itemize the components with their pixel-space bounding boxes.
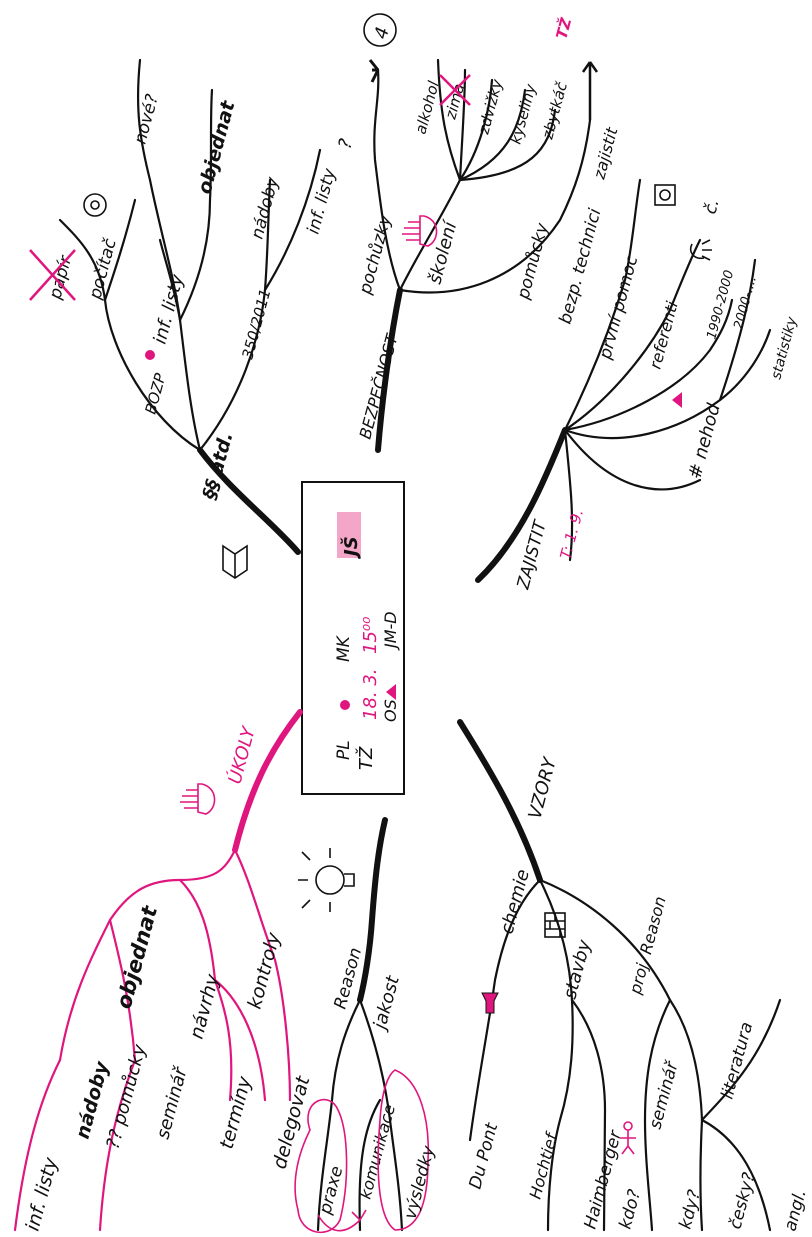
flask-icon — [481, 992, 499, 1014]
bricks-icon — [544, 912, 566, 938]
lightbulb-icon — [298, 848, 355, 912]
quality-node-jakost: jakost — [369, 973, 404, 1034]
vzory-node-angl: angl. — [781, 1187, 811, 1233]
zajistit-node-bezp-technici: bezp. technici — [556, 206, 606, 326]
bezpecnost-node-kyseliny: kyseliny — [506, 81, 540, 146]
bozp-node-paragraphs: §§ atd. — [198, 430, 237, 503]
zajistit-node-cislo: č. — [701, 197, 724, 216]
circled-four-icon — [363, 13, 397, 47]
quality-node-vysledky: výsledky — [401, 1143, 440, 1221]
branch-bozp: BOZP §§ atd. papír počítač inf. listy no… — [29, 58, 341, 579]
bozp-title: BOZP — [141, 370, 169, 416]
arrow-icon — [317, 1209, 367, 1232]
bezpecnost-node-alkohol: alkohol — [411, 78, 443, 136]
center-label-js: JŠ — [340, 536, 362, 559]
ukoly-node-kontroly: kontroly — [244, 929, 286, 1011]
bezpecnost-node-pomucky: pomůcky — [512, 220, 553, 302]
center-label-jmd: JM-D — [381, 611, 400, 651]
ukoly-node-inf-listy: inf. listy — [22, 1155, 63, 1234]
branch-quality: Reason jakost praxe komunikace výsledky — [294, 817, 440, 1234]
center-label-os: OS — [381, 699, 400, 722]
branch-vzory: VZORY chemie Du Pont stavby Hochtief Hai… — [457, 719, 811, 1233]
zajistit-node-nehod: # nehod — [685, 401, 725, 481]
center-box: PL MK JŠ TŽ 18. 3. 15⁰⁰ OS JM-D — [301, 481, 405, 795]
bezpecnost-node-four: 4 — [371, 25, 394, 41]
arrow-icon — [368, 59, 380, 83]
circled-zero-icon — [83, 193, 107, 217]
book-icon — [222, 544, 248, 579]
dot-icon — [340, 700, 350, 710]
arrow-icon — [581, 61, 599, 120]
center-highlight — [337, 512, 361, 558]
vzory-title: VZORY — [525, 754, 562, 822]
vzory-node-cesky: česky? — [726, 1170, 760, 1231]
bozp-node-nadoby: nádoby — [248, 174, 284, 241]
zajistit-node-statistiky: statistiky — [768, 315, 800, 381]
center-label-time: 15⁰⁰ — [360, 617, 381, 654]
triangle-icon — [672, 392, 682, 408]
center-label-date: 18. 3. — [360, 668, 381, 720]
branch-ukoly: ÚKOLY inf. listy nádoby ?? pomůcky objed… — [13, 709, 315, 1234]
bezpecnost-node-zbytkac: zbytkáč — [538, 79, 571, 142]
person-icon — [620, 1121, 636, 1155]
branch-zajistit: ZAJISTIT T: 1. 9. bezp. technici první p… — [475, 178, 801, 592]
vzory-node-hochtief: Hochtief — [526, 1129, 562, 1201]
bezpecnost-node-tz: TŽ — [552, 15, 576, 41]
center-label-mk: MK — [334, 634, 354, 662]
vzory-node-kdo: kdo? — [616, 1187, 646, 1231]
ukoly-node-navrhy: návrhy — [186, 971, 225, 1041]
crossed-out-mark — [29, 249, 76, 301]
ukoly-node-seminar: seminář — [153, 1064, 193, 1141]
zajistit-deadline: T: 1. 9. — [556, 507, 587, 561]
bozp-node-nove: nové? — [131, 92, 163, 146]
zajistit-node-referenti: referenti — [646, 299, 682, 371]
ukoly-node-terminy: termíny — [216, 1073, 257, 1151]
bozp-node-inf-listy-2: inf. listy — [304, 165, 341, 236]
hand-icon — [180, 783, 216, 815]
bozp-node-350: 350/2011 — [238, 287, 274, 361]
vzory-node-chemie: chemie — [497, 867, 534, 936]
bezpecnost-node-question: ? — [335, 136, 358, 151]
triangle-icon — [386, 684, 396, 700]
phone-icon — [689, 239, 712, 261]
bezpecnost-node-zajistit: zajistit — [589, 125, 621, 182]
camera-icon — [654, 184, 676, 206]
center-frame — [301, 481, 405, 795]
dot-icon — [145, 350, 155, 360]
bozp-node-objednat: objednat — [194, 98, 240, 196]
bezpecnost-node-zdvizky: zdvižky — [474, 76, 506, 137]
crossed-out-mark — [439, 74, 471, 106]
zajistit-node-2000: 2000-.... — [731, 275, 760, 331]
ukoly-node-pomucky: ?? pomůcky — [103, 1042, 151, 1151]
ukoly-title: ÚKOLY — [224, 723, 261, 787]
vzory-node-seminar: seminář — [646, 1058, 684, 1132]
praxe-cloud — [294, 1098, 348, 1234]
zajistit-node-1990: 1990-2000 — [704, 269, 737, 341]
zajistit-node-prvni-pomoc: první pomoc — [595, 253, 642, 362]
center-label-tz: TŽ — [355, 746, 377, 770]
center-label-pl: PL — [334, 740, 354, 760]
hand-icon — [402, 215, 438, 247]
bezpecnost-node-skoleni: školení — [425, 217, 462, 286]
vysledky-cloud — [377, 1069, 430, 1231]
